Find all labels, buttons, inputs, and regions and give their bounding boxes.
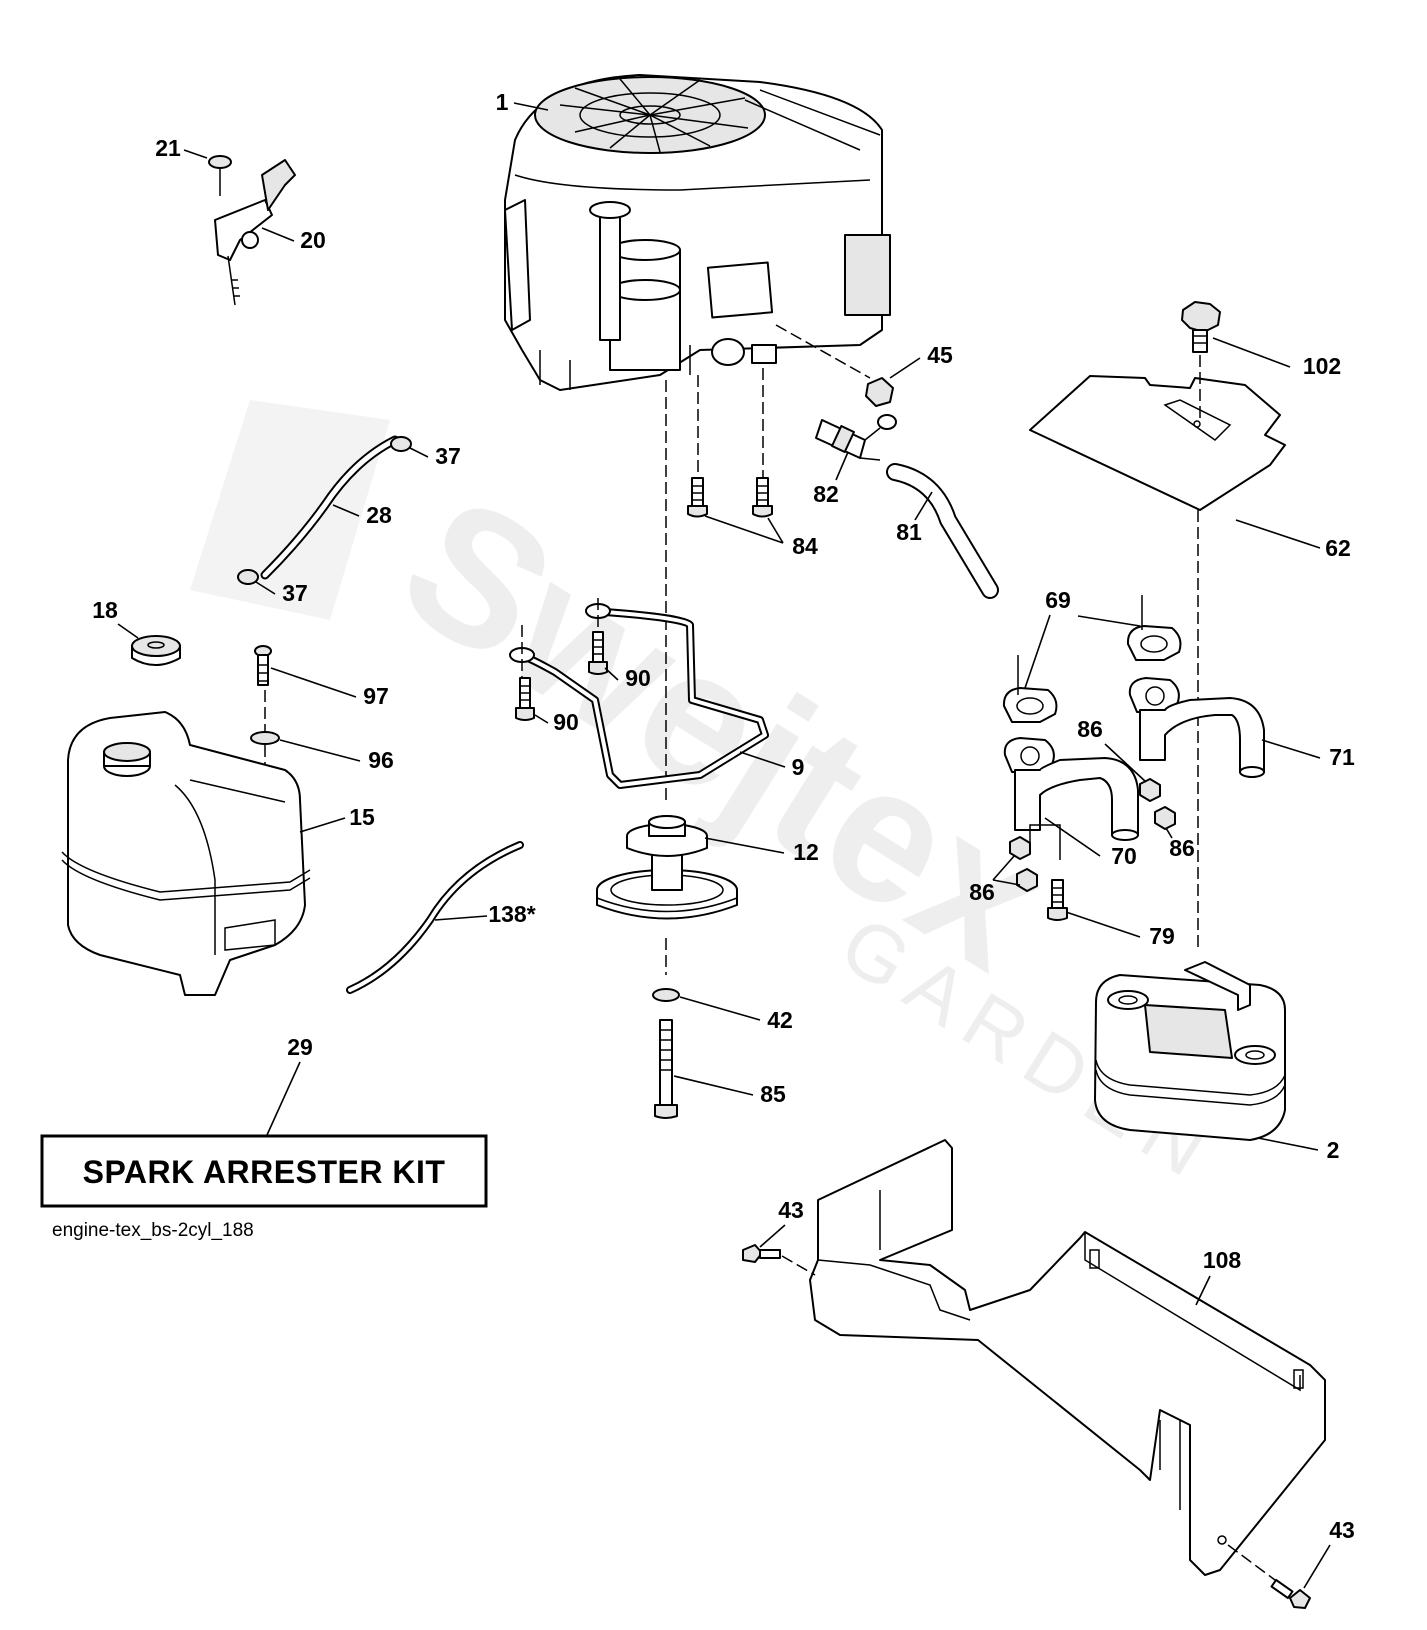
fuel-valve-82-part [815,414,897,461]
fuel-tank-part [61,711,311,996]
callout-86-right: 86 [1169,835,1195,861]
callout-86-top: 86 [1077,716,1103,742]
callout-2: 2 [1327,1137,1340,1163]
callout-138: 138* [488,901,535,927]
callout-43-top: 43 [778,1197,804,1223]
watermark-logo-icon [190,400,390,620]
spark-arrester-kit-box [40,1134,488,1208]
callout-29: 29 [287,1034,313,1060]
drawing-name: engine-tex_bs-2cyl_188 [52,1220,254,1241]
muffler-part [1094,961,1286,1141]
heat-shield-62-part [1029,375,1286,511]
callout-1: 1 [496,89,509,115]
nut-45-part [865,377,894,407]
spark-arrester-kit-label: SPARK ARRESTER KIT [83,1154,446,1190]
screw-97-part [254,645,272,686]
bolt-85-part [654,1019,678,1119]
callout-42: 42 [767,1007,793,1033]
engine-bolts-84-part [687,477,773,518]
callout-90-top: 90 [625,665,651,691]
callout-9: 9 [792,754,805,780]
callout-43-bottom: 43 [1329,1517,1355,1543]
callout-28: 28 [366,502,392,528]
callout-71: 71 [1329,744,1355,770]
callout-86-bottom: 86 [969,879,995,905]
bolts-90-part [515,631,608,721]
hose-81-part [886,463,999,599]
callout-85: 85 [760,1081,786,1107]
engine-part [504,74,891,391]
callout-102: 102 [1303,353,1341,379]
washer-42-part [652,988,680,1002]
callout-82: 82 [813,481,839,507]
screw-102-part [1181,301,1221,353]
callout-18: 18 [92,597,118,623]
callout-62: 62 [1325,535,1351,561]
bolt-79-part [1047,879,1068,921]
callout-90-bottom: 90 [553,709,579,735]
callout-70: 70 [1111,843,1137,869]
nuts-86-part [1009,778,1176,892]
callout-15: 15 [349,804,375,830]
bolt-43-left-part [742,1244,781,1263]
throttle-bracket-part [208,155,296,306]
callout-97: 97 [363,683,389,709]
watermark: Swejtex GARDEN [190,400,1235,1200]
callout-37-top: 37 [435,443,461,469]
callout-96: 96 [368,747,394,773]
callout-79: 79 [1149,923,1175,949]
pulley-12-part [596,815,738,920]
watermark-brand: Swejtex [368,455,1080,1010]
bolt-43-right-part [1270,1578,1311,1609]
callout-84: 84 [792,533,818,559]
exhaust-pipe-71-part [1128,677,1265,778]
callout-37-bottom: 37 [282,580,308,606]
exhaust-pipe-70-part [1003,737,1139,841]
fuel-hose-28-part [237,435,412,585]
callout-81: 81 [896,519,922,545]
fuel-cap-part [131,635,181,666]
callout-20: 20 [300,227,326,253]
callout-45: 45 [927,342,953,368]
hose-clamp-top [390,436,412,452]
callout-21: 21 [155,135,181,161]
gaskets-69-part [1002,625,1182,723]
washer-96-part [250,731,280,745]
callout-69: 69 [1045,587,1071,613]
fuel-line-138-part [346,841,524,994]
callout-12: 12 [793,839,819,865]
hose-clamp-bottom [237,569,259,585]
bracket-108-part [809,1139,1326,1576]
callout-108: 108 [1203,1247,1242,1273]
